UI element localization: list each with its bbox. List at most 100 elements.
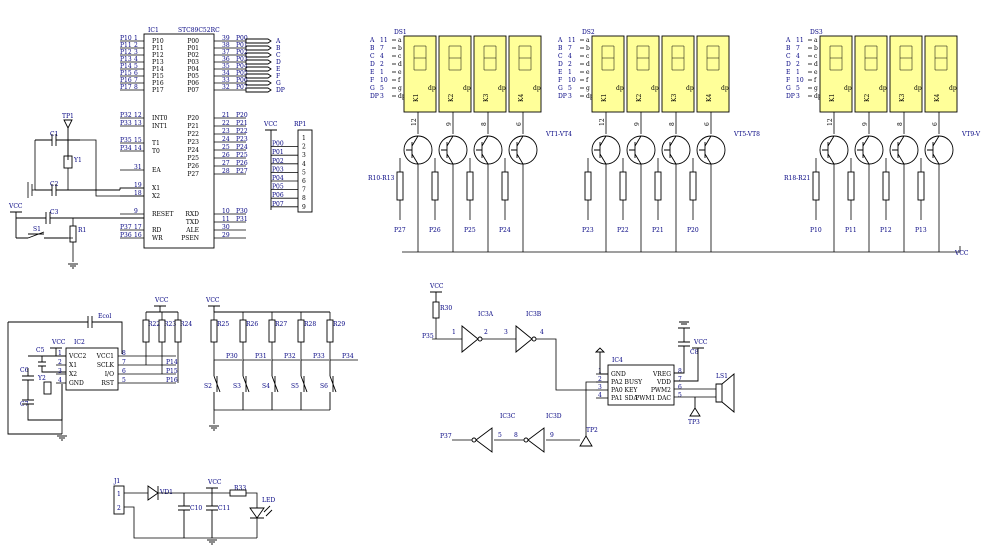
mcu-left-name: T1 [152, 140, 160, 147]
digit-dp: dp [949, 85, 957, 92]
pullup-pin-num: 9 [302, 204, 306, 211]
ic3b-label: IC3B [526, 311, 542, 318]
rtc-left-name: X1 [69, 362, 77, 369]
pullup-ref: RP1 [294, 121, 306, 128]
pullup-pin-num: 6 [302, 178, 306, 185]
ic4-left-name: PA2 BUSY [611, 379, 643, 386]
voice-pin2: 2 [484, 329, 488, 336]
digit-box [403, 35, 437, 113]
mcu-right-net: P24 [236, 144, 248, 151]
display-net: B [786, 45, 791, 52]
ic4-left-num: 3 [598, 384, 602, 391]
tp2-symbol [579, 435, 593, 447]
mcu-right-name: P06 [187, 80, 199, 87]
display-seg-name: b [398, 45, 402, 52]
pullup-pin-num: 8 [302, 195, 306, 202]
digit-segments [518, 45, 532, 71]
display-net: D [558, 61, 563, 68]
s1-switch [16, 231, 68, 239]
base-net: P10 [810, 227, 822, 234]
mcu-right-net: P22 [236, 128, 248, 135]
pullup-pin-num: 1 [302, 135, 306, 142]
key-res-label: R29 [333, 321, 345, 328]
digit-segments [413, 45, 427, 71]
pullup-pin-num: 4 [302, 161, 306, 168]
rtc-caps [22, 355, 66, 421]
pullup-net: P02 [272, 158, 284, 165]
display-seg-name: a [398, 37, 402, 44]
mcu-right-name: P25 [187, 155, 199, 162]
c10-label: C10 [190, 505, 202, 512]
c8-symbol [674, 321, 690, 374]
y1-label: Y1 [73, 157, 82, 164]
mcu-left-name: P11 [152, 45, 164, 52]
digit-segments [706, 45, 720, 71]
key-switch-label: S5 [291, 383, 299, 390]
mcu-left-net: P15 [120, 70, 132, 77]
key-switch-label: S2 [204, 383, 212, 390]
pullup-net: P06 [272, 192, 284, 199]
mcu-port-arrow [245, 52, 272, 58]
display-pin-num: 7 [380, 45, 384, 52]
mcu-left-num: 31 [134, 164, 142, 171]
reset-ground [67, 263, 79, 269]
rtc-right-net: P14 [166, 359, 178, 366]
display-seg-name: dp [398, 93, 406, 100]
mcu-right-net: P27 [236, 168, 248, 175]
display-pin-num: 10 [796, 77, 804, 84]
mcu-right-name: PSEN [181, 235, 199, 242]
mcu-left-name: INT1 [152, 123, 167, 130]
rtc-right-num: 8 [122, 350, 126, 357]
mcu-left-num: 2 [134, 42, 138, 49]
digit-segments [934, 45, 948, 71]
transistor-symbol [441, 135, 454, 165]
voice-pin4: 4 [540, 329, 544, 336]
display-pin-num: 2 [568, 61, 572, 68]
mcu-left-num: 19 [134, 182, 142, 189]
mcu-port-arrow [245, 45, 272, 51]
mcu-port-arrow [245, 73, 272, 79]
mcu-body [143, 33, 215, 249]
mcu-port-label: E [276, 66, 280, 73]
voice-out-wires [452, 381, 608, 441]
ic4-right-num: 6 [678, 384, 682, 391]
mcu-left-num: 12 [134, 112, 142, 119]
base-resistor [466, 171, 474, 201]
mcu-left-net: P37 [120, 224, 132, 231]
display-pin-num: 10 [568, 77, 576, 84]
base-net: P25 [464, 227, 476, 234]
key-net: P31 [255, 353, 267, 360]
led-symbol [249, 505, 273, 519]
c1-symbol [35, 134, 80, 146]
digit-label: K3 [671, 94, 678, 102]
r30-resistor [432, 301, 440, 319]
mcu-right-num: 24 [222, 136, 230, 143]
key-res-label: R26 [246, 321, 258, 328]
display-ref: DS3 [810, 29, 823, 36]
display-seg-name: f [586, 77, 589, 84]
display-pin-num: 11 [568, 37, 576, 44]
key-res-label: R27 [275, 321, 287, 328]
voice-pin5: 5 [498, 432, 502, 439]
rtc-right-name: RST [101, 380, 114, 387]
display-net: E [786, 69, 790, 76]
pullup-net: P03 [272, 166, 284, 173]
mcu-right-net: P26 [236, 160, 248, 167]
digit-dp: dp [686, 85, 694, 92]
base-net: P27 [394, 227, 406, 234]
rtc-left-name: X2 [69, 371, 77, 378]
vd1-label: VD1 [159, 489, 173, 496]
display-net: F [558, 77, 562, 84]
r33-label: R33 [234, 485, 246, 492]
ic4-right-num: 5 [678, 392, 682, 399]
pullup-net: P01 [272, 149, 284, 156]
mcu-right-name: P27 [187, 171, 199, 178]
mcu-port-arrow [245, 38, 272, 44]
pullup-vcc-label: VCC [263, 121, 278, 128]
ic3d-label: IC3D [546, 413, 562, 420]
c3-label: C3 [50, 209, 59, 216]
